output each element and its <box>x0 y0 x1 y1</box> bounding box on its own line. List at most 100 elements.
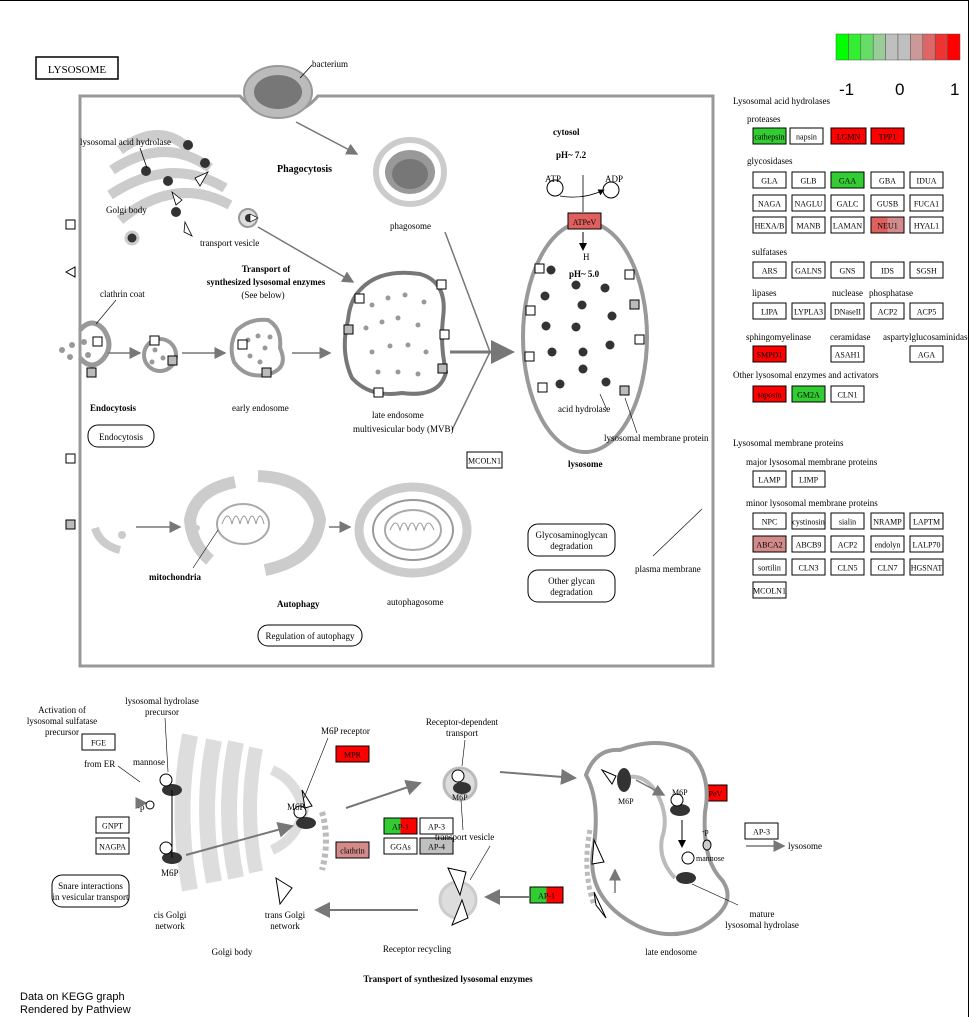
gene-glb[interactable]: GLB <box>791 171 826 189</box>
receptor-recycling-label: Receptor recycling <box>383 944 452 954</box>
endocytosis-map-link[interactable] <box>87 424 155 448</box>
legend-swatch <box>860 33 874 61</box>
gene-label: LYPLA3 <box>794 308 823 317</box>
lysosomal-membrane-protein-label: lysosomal membrane protein <box>604 433 709 443</box>
gene-galc[interactable]: GALC <box>830 194 865 212</box>
m6p-receptor-label: M6P receptor <box>321 726 370 736</box>
gene-abcb9[interactable]: ABCB9 <box>791 535 826 553</box>
gene-hyal1[interactable]: HYAL1 <box>909 216 944 234</box>
svg-text:ATPeV: ATPeV <box>573 218 597 227</box>
late-endosome-label: late endosome <box>372 410 424 420</box>
gene-mcoln1b[interactable]: MCOLN1 <box>752 581 787 599</box>
other-glycan-degradation-link[interactable] <box>527 569 616 603</box>
gene-acp2b[interactable]: ACP2 <box>830 535 865 553</box>
gene-sortilin[interactable]: sortilin <box>752 558 787 576</box>
regulation-autophagy-link[interactable] <box>257 624 363 647</box>
gene-fuca1[interactable]: FUCA1 <box>909 194 944 212</box>
late-endosome-shape <box>342 270 449 396</box>
gene-gla[interactable]: GLA <box>752 171 787 189</box>
gene-label: cystinosin <box>792 518 824 527</box>
aspartylglucosaminidase-label: aspartylglucosaminidase <box>883 332 969 342</box>
glycosaminoglycan-degradation-link[interactable] <box>527 523 616 557</box>
gene-lamp[interactable]: LAMP <box>752 470 787 488</box>
gene-label: HGSNAT <box>911 564 943 573</box>
gene-cathepsin[interactable]: cathepsin <box>752 127 787 145</box>
gene-cystinosin[interactable]: cystinosin <box>791 512 826 530</box>
gene-nagpa[interactable]: NAGPA <box>95 837 130 855</box>
gene-atpev-top[interactable] <box>567 212 602 230</box>
gene-acp5[interactable]: ACP5 <box>909 302 944 320</box>
transport-of-label-2: synthesized lysosomal enzymes <box>207 277 326 287</box>
svg-text:in vesicular transport: in vesicular transport <box>53 892 129 902</box>
h-plus-label: H <box>583 252 590 262</box>
gene-cln5[interactable]: CLN5 <box>830 558 865 576</box>
gene-ap3b[interactable]: AP-3 <box>744 822 779 840</box>
gene-label: SMPD1 <box>757 351 783 360</box>
gene-lypla3[interactable]: LYPLA3 <box>791 302 826 320</box>
gene-laman[interactable]: LAMAN <box>830 216 865 234</box>
gene-laptm[interactable]: LAPTM <box>909 512 944 530</box>
clathrin-coat-label: clathrin coat <box>100 289 145 299</box>
gene-naglu[interactable]: NAGLU <box>791 194 826 212</box>
gene-label: napsin <box>796 133 817 142</box>
gene-dnaseii[interactable]: DNaseII <box>830 302 865 320</box>
gene-lgmn[interactable]: LGMN <box>830 127 867 145</box>
snare-interactions-link[interactable] <box>51 874 130 908</box>
gene-asah1[interactable]: ASAH1 <box>830 345 865 363</box>
gene-lipa[interactable]: LIPA <box>752 302 787 320</box>
gene-ap4[interactable]: AP-4 <box>419 837 454 855</box>
gene-manb[interactable]: MANB <box>791 216 826 234</box>
gene-lalp70[interactable]: LALP70 <box>909 535 944 553</box>
gene-clathrin[interactable]: clathrin <box>335 841 370 859</box>
late-endosome-bottom <box>583 740 730 937</box>
legend-swatch <box>910 33 924 61</box>
gene-idua[interactable]: IDUA <box>909 171 944 189</box>
gene-gm2a[interactable]: GM2A <box>791 385 826 403</box>
gene-ars[interactable]: ARS <box>752 261 787 279</box>
gene-mpr[interactable]: MPR <box>335 745 370 763</box>
gene-label: NEU1 <box>877 222 897 231</box>
gene-endolyn[interactable]: endolyn <box>870 535 905 553</box>
gene-cln3[interactable]: CLN3 <box>791 558 826 576</box>
gene-label: ARS <box>762 267 778 276</box>
gene-ap1b[interactable]: AP-1 <box>529 886 564 904</box>
gene-cln7[interactable]: CLN7 <box>870 558 905 576</box>
gene-naga[interactable]: NAGA <box>752 194 787 212</box>
gene-gnpt[interactable]: GNPT <box>95 816 130 834</box>
atp-label: ATP <box>545 174 561 184</box>
gene-tpp1[interactable]: TPP1 <box>870 127 905 145</box>
gene-nramp[interactable]: NRAMP <box>870 512 905 530</box>
gene-napsin[interactable]: napsin <box>789 127 824 145</box>
gene-limp[interactable]: LIMP <box>791 470 826 488</box>
mitochondria-label: mitochondria <box>149 572 202 582</box>
gene-gusb[interactable]: GUSB <box>870 194 905 212</box>
gene-hgsnat[interactable]: HGSNAT <box>909 558 944 576</box>
gene-cln1[interactable]: CLN1 <box>830 385 865 403</box>
lysosome-label: lysosome <box>568 459 603 469</box>
gene-abca2[interactable]: ABCA2 <box>752 535 787 553</box>
lysosome-membrane-markers <box>524 263 645 396</box>
gene-saposin[interactable]: saposin <box>752 385 787 403</box>
gene-ap3[interactable]: AP-3 <box>419 817 454 835</box>
gene-smpd1[interactable]: SMPD1 <box>752 345 787 363</box>
gene-sialin[interactable]: sialin <box>830 512 865 530</box>
gene-ids[interactable]: IDS <box>870 261 905 279</box>
gene-ggas[interactable]: GGAs <box>383 837 418 855</box>
gene-fge[interactable]: FGE <box>81 733 116 751</box>
gene-hexab[interactable]: HEXA/B <box>752 216 787 234</box>
gene-aga[interactable]: AGA <box>909 345 944 363</box>
gene-sgsh[interactable]: SGSH <box>909 261 944 279</box>
gene-neu1[interactable]: NEU1 <box>870 216 905 234</box>
gene-gba[interactable]: GBA <box>870 171 905 189</box>
gene-gns[interactable]: GNS <box>830 261 865 279</box>
gene-galns[interactable]: GALNS <box>791 261 826 279</box>
gene-npc[interactable]: NPC <box>752 512 787 530</box>
gene-gaa[interactable]: GAA <box>830 171 865 189</box>
autophagosome-label: autophagosome <box>387 597 444 607</box>
gene-mcoln1-top[interactable] <box>466 451 503 469</box>
gene-acp2[interactable]: ACP2 <box>870 302 905 320</box>
svg-text:trans Golgi: trans Golgi <box>265 910 306 920</box>
phagosome-label: phagosome <box>390 221 431 231</box>
legend-label-min: -1 <box>839 80 854 99</box>
gene-ap1[interactable]: AP-1 <box>383 817 418 835</box>
